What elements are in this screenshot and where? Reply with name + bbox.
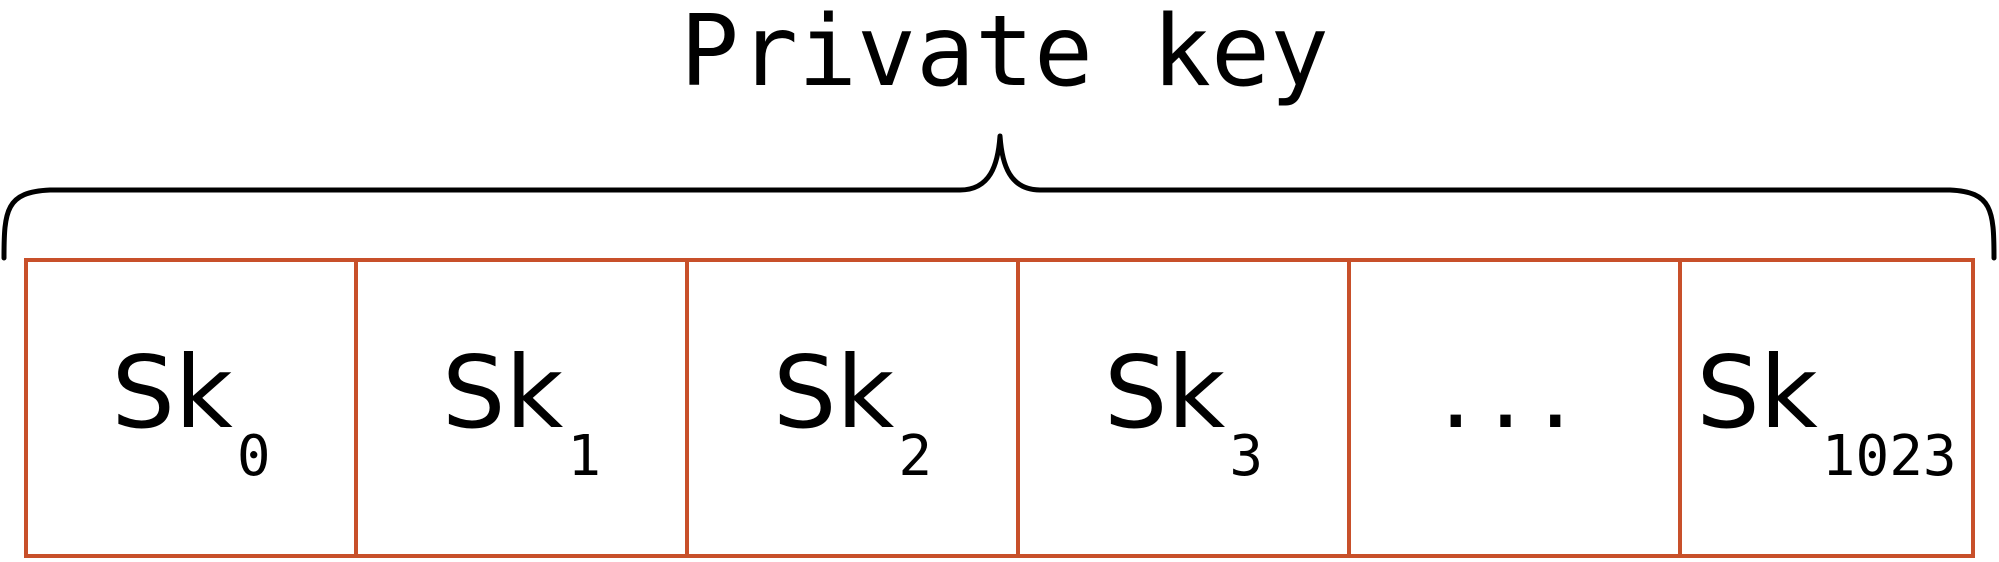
key-cell-subscript: 0 [236,424,271,489]
key-cell-0: Sk0 [28,262,358,554]
key-cell-1023: Sk1023 [1682,262,1971,554]
key-cell-subscript: 1023 [1821,424,1957,489]
curly-brace [1,133,1997,261]
key-cell-3: Sk3 [1020,262,1351,554]
ellipsis-text: ... [1439,334,1590,451]
key-cell-1: Sk1 [358,262,689,554]
private-key-array: Sk0 Sk1 Sk2 Sk3 ... Sk1023 [24,258,1975,558]
key-cell-subscript: 2 [898,424,933,489]
key-cell-base: Sk [1103,334,1226,451]
key-cell-base: Sk [441,334,564,451]
key-cell-base: Sk [111,334,233,451]
key-cell-base: Sk [772,334,895,451]
key-cell-subscript: 3 [1229,424,1264,489]
title-text: Private key [680,0,1330,109]
key-cell-ellipsis: ... [1351,262,1682,554]
key-cell-subscript: 1 [567,424,602,489]
key-cell-2: Sk2 [689,262,1020,554]
key-cell-base: Sk [1696,334,1818,451]
